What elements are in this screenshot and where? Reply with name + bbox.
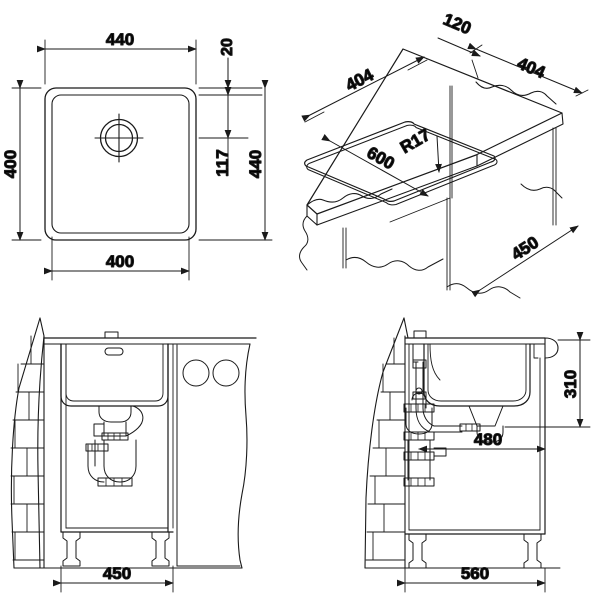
dim-iso-cutout-left-label: 404	[343, 65, 377, 95]
sink-bowl-outline	[51, 94, 190, 234]
dim-plan-bottom-width: 400	[43, 251, 190, 275]
tap-knob	[104, 331, 119, 339]
worktop-right-edge	[476, 112, 564, 167]
side-section-view: 310 480 560	[364, 317, 591, 593]
dim-front-cabinet-width: 450	[52, 563, 174, 593]
worktop-front-nose	[544, 337, 559, 359]
p-trap-assembly	[85, 405, 144, 487]
tap-knob-side	[413, 330, 427, 339]
isometric-view: 404 404 120 R17 600 450	[299, 9, 589, 299]
worktop-underside-break-left	[299, 215, 309, 271]
plan-view: 440 400 400 20 117 440	[0, 29, 273, 281]
dim-iso-edge-margin: 120	[437, 9, 481, 79]
dim-plan-left-height-label: 400	[1, 150, 20, 178]
dim-plan-top-width-label: 440	[106, 30, 134, 49]
dim-plan-bottom-width-label: 400	[106, 252, 134, 271]
cabinet-break-front	[345, 257, 444, 271]
dim-iso-worktop-depth: 450	[471, 225, 579, 298]
dim-side-drain-offset: 480	[418, 426, 546, 463]
dim-iso-worktop-depth-label: 450	[508, 233, 542, 264]
brick-wall-hatch-side	[364, 317, 409, 569]
dim-plan-drain-offset: 117	[212, 86, 233, 177]
dim-side-bowl-height: 310	[504, 331, 591, 428]
dim-iso-edge-margin-label: 120	[440, 10, 474, 39]
cabinet-carcass-front	[60, 343, 174, 533]
dim-plan-flange-thickness-label: 20	[219, 38, 236, 56]
worktop-cutout	[304, 121, 498, 206]
brick-wall-hatch	[10, 317, 45, 569]
dim-plan-left-height: 400	[0, 79, 24, 241]
cabinet-feet-front	[13, 531, 243, 569]
cutout-inner-edges	[389, 85, 453, 223]
drain-outlet	[94, 113, 144, 163]
sink-bowl-front	[60, 331, 169, 407]
dim-side-drain-offset-label: 480	[474, 430, 502, 449]
front-section-view: 450	[10, 317, 257, 593]
dim-side-cabinet-depth-label: 560	[461, 564, 489, 583]
overflow-slot	[104, 347, 124, 356]
pipe-access-holes	[182, 359, 210, 387]
cabinet-break-lower	[446, 283, 521, 299]
cabinet-break-right	[520, 183, 563, 199]
bottle-trap-assembly	[403, 387, 447, 487]
dim-iso-cutout-right-label: 404	[514, 54, 548, 83]
dim-plan-flange-thickness: 20	[218, 37, 237, 89]
pipe-access-hole-2	[212, 359, 240, 387]
dim-plan-drain-offset-label: 117	[213, 149, 232, 176]
cabinet-feet-side	[364, 533, 561, 569]
plan-extension-lines	[11, 39, 273, 281]
cabinet-verticals	[342, 127, 557, 291]
sink-flange-outline	[44, 87, 197, 241]
worktop-front-edge	[306, 204, 318, 226]
dim-plan-overall-height-label: 440	[246, 150, 265, 178]
dim-plan-top-width: 440	[36, 29, 197, 53]
cabinet-side-panel	[172, 337, 253, 569]
dim-front-cabinet-width-label: 450	[103, 564, 131, 583]
dim-side-cabinet-depth: 560	[396, 563, 546, 593]
dim-plan-overall-height: 440	[245, 79, 269, 241]
dim-side-bowl-height-label: 310	[561, 370, 580, 398]
worktop-break-left	[306, 188, 393, 206]
